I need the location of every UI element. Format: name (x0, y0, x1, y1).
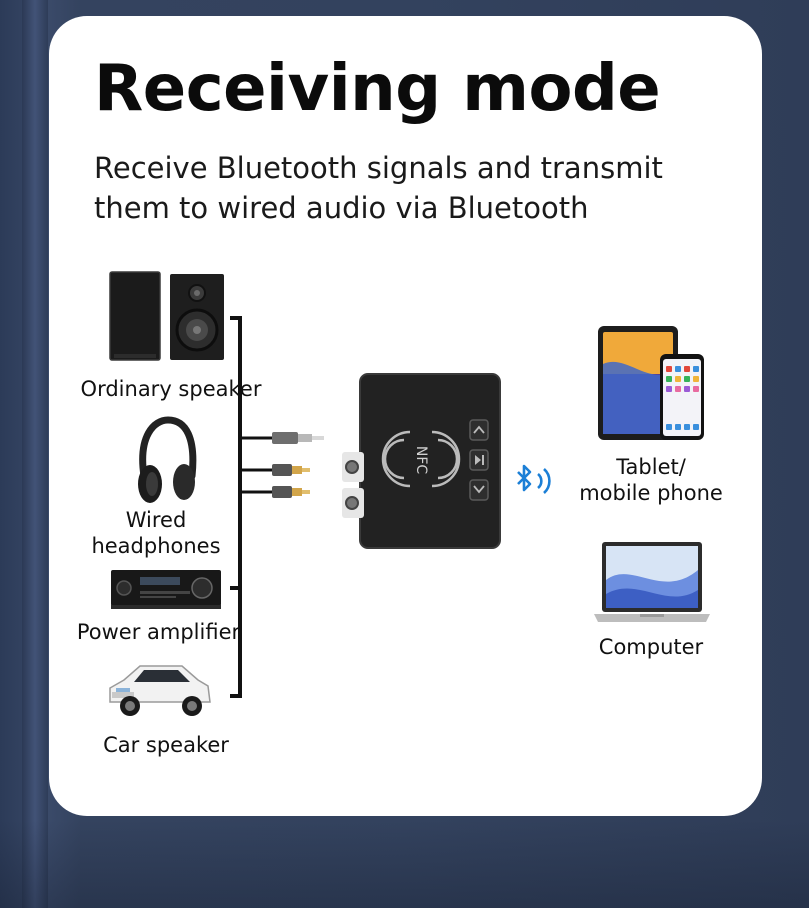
nfc-label: NFC (413, 445, 429, 475)
source-label-tablet-phone: Tablet/ mobile phone (579, 455, 723, 505)
speaker-icon (109, 271, 224, 361)
output-label-ordinary-speaker: Ordinary speaker (80, 377, 262, 401)
tablet-phone-icon (598, 326, 704, 440)
output-label-wired-headphones: Wired headphones (91, 508, 221, 558)
output-label-car-speaker: Car speaker (103, 733, 229, 757)
background-shade (0, 820, 809, 908)
headphones-icon (138, 416, 197, 503)
output-label-power-amplifier: Power amplifier (76, 620, 241, 644)
bluetooth-receiver-icon (342, 373, 501, 549)
page-subtitle: Receive Bluetooth signals and transmit t… (94, 151, 663, 225)
source-label-computer: Computer (598, 635, 704, 659)
car-icon (109, 665, 211, 716)
cable-bracket (230, 316, 324, 698)
bluetooth-icon (517, 464, 551, 494)
laptop-icon (594, 542, 710, 622)
amplifier-icon (111, 570, 221, 609)
page-title: Receiving mode (94, 52, 661, 126)
background-seam (22, 0, 48, 908)
